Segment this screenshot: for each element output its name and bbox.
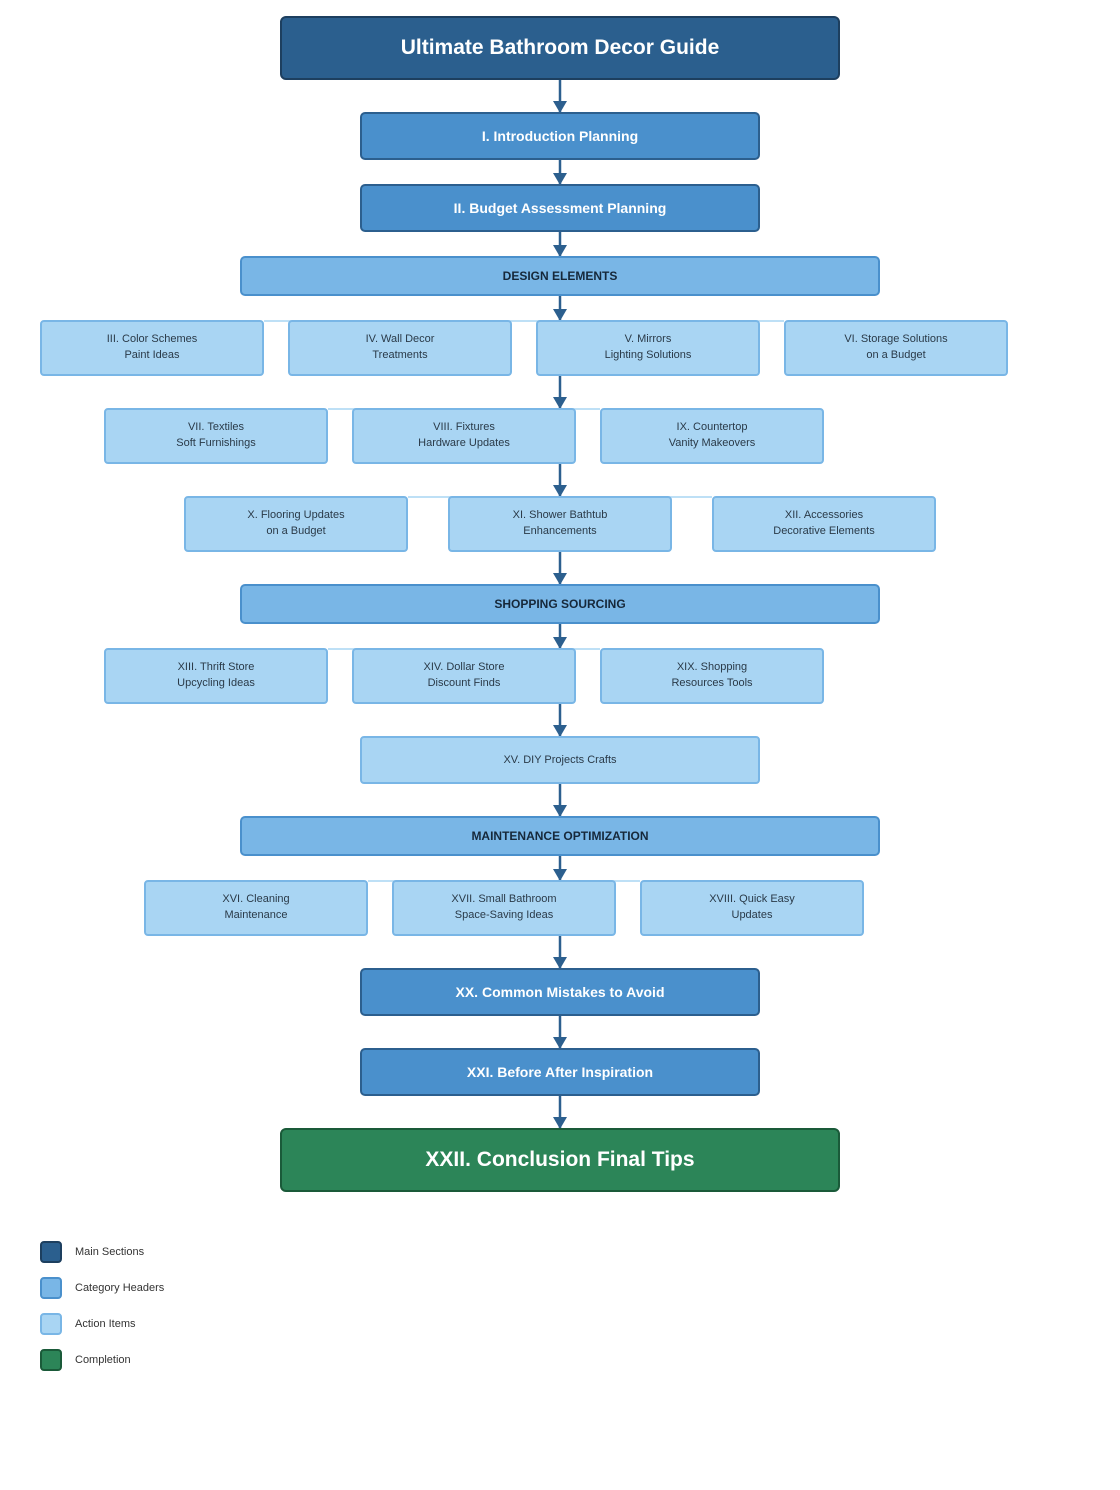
- action-line-1: VI. Storage Solutions: [844, 333, 948, 345]
- node-common-mistakes: XX. Common Mistakes to Avoid: [360, 968, 760, 1016]
- legend-item-action-items: Action Items: [40, 1312, 136, 1336]
- legend-swatch: [40, 1277, 62, 1299]
- node-conclusion-label: XXII. Conclusion Final Tips: [425, 1148, 695, 1171]
- legend-label: Main Sections: [75, 1246, 145, 1258]
- action-line-1: XIX. Shopping: [676, 661, 748, 673]
- legend-item-completion: Completion: [40, 1348, 131, 1372]
- action-line-1: VII. Textiles: [187, 421, 245, 433]
- guide-title: Ultimate Bathroom Decor Guide: [280, 16, 840, 80]
- category-shopping-sourcing: SHOPPING SOURCING: [240, 584, 880, 624]
- action-line-2: Resources Tools: [671, 677, 753, 689]
- action-line-1: XVI. Cleaning: [222, 893, 290, 905]
- legend-swatch: [40, 1349, 62, 1371]
- legend-item-main-sections: Main Sections: [40, 1240, 144, 1264]
- action-line-1: XVIII. Quick Easy: [709, 893, 795, 905]
- legend-label: Category Headers: [75, 1282, 165, 1294]
- action-mirrors: V. Mirrors Lighting Solutions: [536, 320, 760, 376]
- node-budget-label: II. Budget Assessment Planning: [453, 200, 667, 216]
- action-line-1: IV. Wall Decor: [365, 333, 435, 345]
- legend-label: Completion: [75, 1354, 131, 1366]
- action-line-2: Maintenance: [224, 909, 288, 921]
- node-budget: II. Budget Assessment Planning: [360, 184, 760, 232]
- action-line-2: Upcycling Ideas: [177, 677, 255, 689]
- legend-swatch: [40, 1241, 62, 1263]
- action-fixtures: VIII. Fixtures Hardware Updates: [352, 408, 576, 464]
- action-line-1: III. Color Schemes: [106, 333, 198, 345]
- action-line-2: Lighting Solutions: [604, 349, 692, 361]
- action-countertop: IX. Countertop Vanity Makeovers: [600, 408, 824, 464]
- action-quick-updates: XVIII. Quick Easy Updates: [640, 880, 864, 936]
- action-line-2: Discount Finds: [427, 677, 501, 689]
- action-line-2: on a Budget: [866, 349, 926, 361]
- action-line-2: Updates: [731, 909, 773, 921]
- category-shopping-label: SHOPPING SOURCING: [494, 597, 626, 611]
- action-diy-projects: XV. DIY Projects Crafts: [360, 736, 760, 784]
- category-design-label: DESIGN ELEMENTS: [502, 269, 618, 283]
- action-line-1: XIV. Dollar Store: [423, 661, 505, 673]
- action-line-2: Enhancements: [523, 525, 597, 537]
- action-line-2: Treatments: [372, 349, 428, 361]
- legend-label: Action Items: [75, 1318, 136, 1330]
- action-storage: VI. Storage Solutions on a Budget: [784, 320, 1008, 376]
- action-line-2: Decorative Elements: [773, 525, 875, 537]
- action-flooring: X. Flooring Updates on a Budget: [184, 496, 408, 552]
- action-small-bathroom: XVII. Small Bathroom Space-Saving Ideas: [392, 880, 616, 936]
- action-dollar-store: XIV. Dollar Store Discount Finds: [352, 648, 576, 704]
- action-line-1: XI. Shower Bathtub: [512, 509, 608, 521]
- action-line-1: XIII. Thrift Store: [177, 661, 255, 673]
- action-line-1: VIII. Fixtures: [433, 421, 495, 433]
- action-line-2: Paint Ideas: [124, 349, 180, 361]
- node-before-after-label: XXI. Before After Inspiration: [466, 1064, 654, 1080]
- category-design-elements: DESIGN ELEMENTS: [240, 256, 880, 296]
- action-line-1: V. Mirrors: [624, 333, 672, 345]
- guide-title-text: Ultimate Bathroom Decor Guide: [400, 36, 720, 59]
- action-textiles: VII. Textiles Soft Furnishings: [104, 408, 328, 464]
- node-conclusion: XXII. Conclusion Final Tips: [280, 1128, 840, 1192]
- action-line-1: IX. Countertop: [676, 421, 748, 433]
- action-line-2: on a Budget: [266, 525, 326, 537]
- action-line-2: Vanity Makeovers: [668, 437, 756, 449]
- action-accessories: XII. Accessories Decorative Elements: [712, 496, 936, 552]
- category-maintenance-label: MAINTENANCE OPTIMIZATION: [471, 829, 649, 843]
- action-shopping-resources: XIX. Shopping Resources Tools: [600, 648, 824, 704]
- action-line-2: Space-Saving Ideas: [454, 909, 554, 921]
- node-introduction-label: I. Introduction Planning: [481, 128, 639, 144]
- action-line-1: X. Flooring Updates: [247, 509, 345, 521]
- action-diy-label: XV. DIY Projects Crafts: [503, 754, 617, 766]
- action-line-2: Hardware Updates: [418, 437, 510, 449]
- action-line-1: XII. Accessories: [784, 509, 864, 521]
- action-line-2: Soft Furnishings: [176, 437, 256, 449]
- action-line-1: XVII. Small Bathroom: [451, 893, 557, 905]
- action-thrift-store: XIII. Thrift Store Upcycling Ideas: [104, 648, 328, 704]
- action-cleaning: XVI. Cleaning Maintenance: [144, 880, 368, 936]
- node-before-after: XXI. Before After Inspiration: [360, 1048, 760, 1096]
- category-maintenance-optimization: MAINTENANCE OPTIMIZATION: [240, 816, 880, 856]
- legend-swatch: [40, 1313, 62, 1335]
- node-introduction: I. Introduction Planning: [360, 112, 760, 160]
- legend-item-category-headers: Category Headers: [40, 1276, 164, 1300]
- node-common-mistakes-label: XX. Common Mistakes to Avoid: [455, 984, 665, 1000]
- action-shower-bathtub: XI. Shower Bathtub Enhancements: [448, 496, 672, 552]
- action-wall-decor: IV. Wall Decor Treatments: [288, 320, 512, 376]
- action-color-schemes: III. Color Schemes Paint Ideas: [40, 320, 264, 376]
